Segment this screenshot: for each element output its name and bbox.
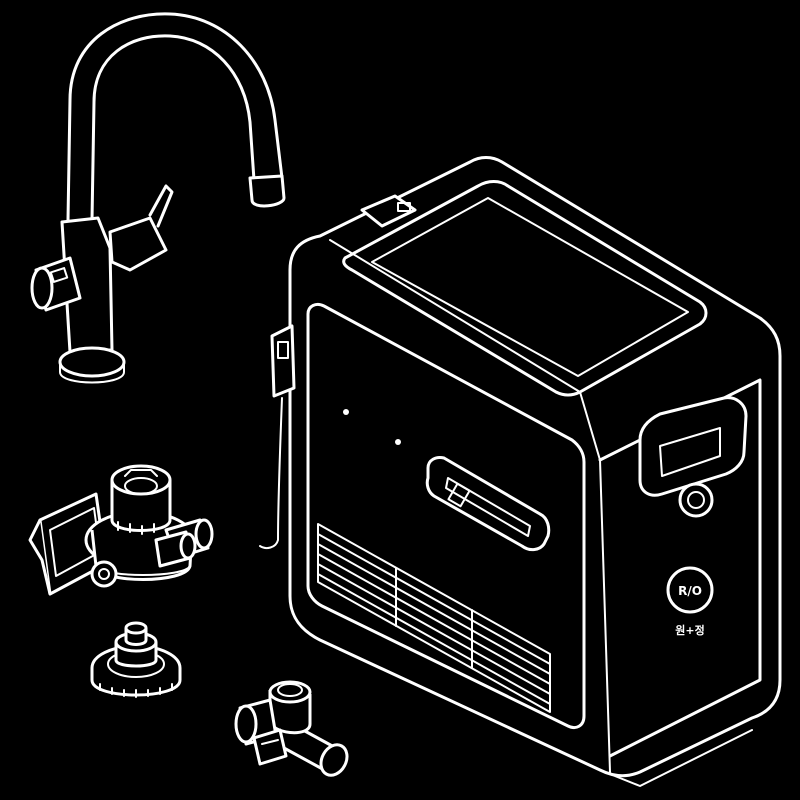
logo-text: R/O: [678, 584, 702, 598]
water-tank-unit: R/O 원+정: [259, 156, 782, 787]
filter-head-bracket-icon: [28, 464, 214, 596]
inlet-valve-icon: [234, 680, 349, 777]
faucet-icon: [30, 12, 286, 384]
brand-text: 원+정: [675, 623, 704, 637]
filter-cap-icon: [90, 621, 182, 698]
vent-grill: [317, 523, 551, 713]
